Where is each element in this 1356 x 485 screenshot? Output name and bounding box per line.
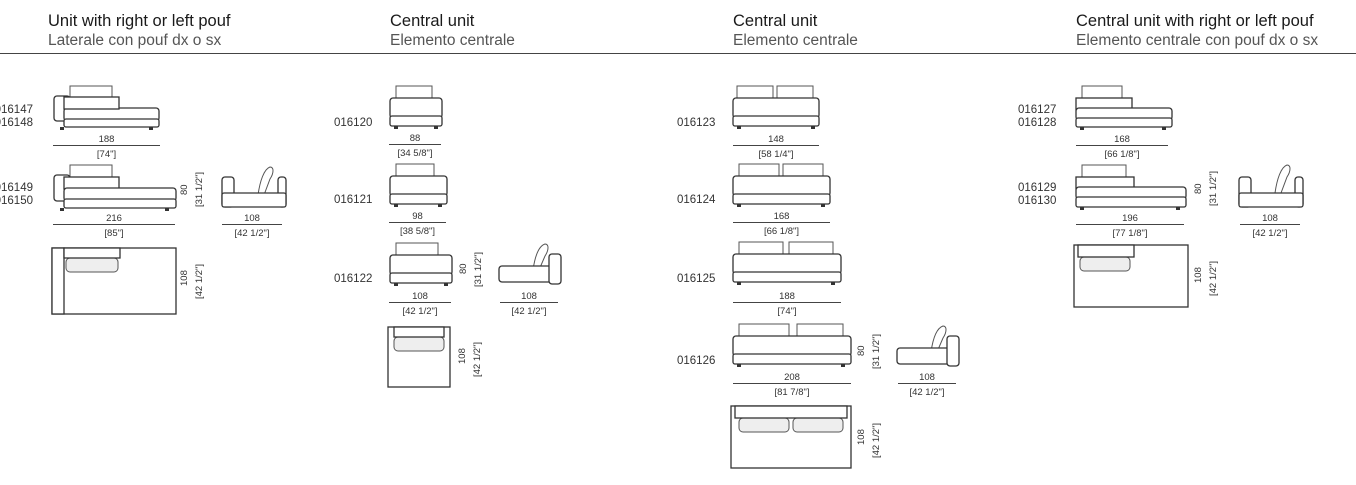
width-dimension: 216 [85"] xyxy=(53,213,175,239)
sofa-front-view xyxy=(389,242,453,286)
depth-dimension: 108 [42 1/2"] xyxy=(898,372,956,398)
title-en: Central unit xyxy=(390,12,475,30)
sofa-front-view xyxy=(53,164,177,211)
column-header-3: Central unit Elemento centrale xyxy=(733,11,858,51)
product-code: 016124 xyxy=(677,194,716,206)
header-divider xyxy=(0,53,1356,54)
plan-depth-dimension: 108 xyxy=(1193,267,1204,283)
product-code: 016147 016148 xyxy=(0,104,33,129)
depth-dimension: 108 [42 1/2"] xyxy=(500,291,558,317)
title-en: Central unit xyxy=(733,12,818,30)
product-code: 016149 016150 xyxy=(0,182,33,207)
sofa-side-view xyxy=(221,166,287,208)
plan-depth-dimension: 108 xyxy=(856,429,867,445)
width-dimension: 208 [81 7/8"] xyxy=(733,372,851,398)
title-en: Unit with right or left pouf xyxy=(48,12,231,30)
sofa-front-view xyxy=(732,163,831,207)
plan-depth-dimension-inches: [42 1/2"] xyxy=(871,422,882,458)
title-it: Laterale con pouf dx o sx xyxy=(48,32,222,49)
width-dimension: 98 [38 5/8"] xyxy=(389,211,446,237)
sofa-front-view xyxy=(732,323,852,367)
product-code: 016127 016128 xyxy=(1018,104,1057,129)
sofa-front-view xyxy=(389,163,448,207)
width-dimension: 196 [77 1/8"] xyxy=(1076,213,1184,239)
column-header-1: Unit with right or left pouf Laterale co… xyxy=(48,11,231,51)
height-dimension: 80 xyxy=(856,345,867,356)
sofa-front-view xyxy=(1075,164,1187,210)
height-dimension-inches: [31 1/2"] xyxy=(1208,170,1219,206)
width-dimension: 168 [66 1/8"] xyxy=(733,211,830,237)
height-dimension: 80 xyxy=(179,184,190,195)
width-dimension: 108 [42 1/2"] xyxy=(389,291,451,317)
plan-depth-dimension-inches: [42 1/2"] xyxy=(1208,260,1219,296)
width-dimension: 148 [58 1/4"] xyxy=(733,134,819,160)
product-code: 016121 xyxy=(334,194,373,206)
sofa-front-view xyxy=(732,85,820,129)
sofa-front-view xyxy=(389,85,443,129)
sofa-plan-view xyxy=(730,405,852,469)
plan-depth-dimension: 108 xyxy=(179,270,190,286)
height-dimension-inches: [31 1/2"] xyxy=(473,251,484,287)
sofa-plan-view xyxy=(51,247,177,315)
sofa-plan-view xyxy=(1073,244,1189,308)
depth-dimension: 108 [42 1/2"] xyxy=(222,213,282,239)
title-it: Elemento centrale con pouf dx o sx xyxy=(1076,32,1319,49)
product-code: 016123 xyxy=(677,117,716,129)
width-dimension: 188 [74"] xyxy=(733,291,841,317)
product-code: 016120 xyxy=(334,117,373,129)
column-header-2: Central unit Elemento centrale xyxy=(390,11,515,51)
height-dimension-inches: [31 1/2"] xyxy=(194,171,205,207)
title-en: Central unit with right or left pouf xyxy=(1076,12,1314,30)
width-dimension: 88 [34 5/8"] xyxy=(389,133,441,159)
title-it: Elemento centrale xyxy=(733,32,858,49)
product-code: 016122 xyxy=(334,273,373,285)
height-dimension: 80 xyxy=(458,263,469,274)
product-code: 016129 016130 xyxy=(1018,182,1057,207)
plan-depth-dimension-inches: [42 1/2"] xyxy=(194,263,205,299)
title-it: Elemento centrale xyxy=(390,32,515,49)
sofa-front-view xyxy=(1075,85,1173,130)
height-dimension: 80 xyxy=(1193,183,1204,194)
product-code: 016125 xyxy=(677,273,716,285)
depth-dimension: 108 [42 1/2"] xyxy=(1240,213,1300,239)
plan-depth-dimension: 108 xyxy=(457,348,468,364)
width-dimension: 168 [66 1/8"] xyxy=(1076,134,1168,160)
sofa-side-view xyxy=(896,325,960,367)
sofa-side-view xyxy=(1238,164,1304,208)
sofa-front-view xyxy=(732,241,842,285)
width-dimension: 188 [74"] xyxy=(53,134,160,160)
height-dimension-inches: [31 1/2"] xyxy=(871,333,882,369)
sofa-plan-view xyxy=(387,326,451,388)
product-code: 016126 xyxy=(677,355,716,367)
sofa-front-view xyxy=(53,85,160,130)
plan-depth-dimension-inches: [42 1/2"] xyxy=(472,341,483,377)
sofa-side-view xyxy=(498,243,562,285)
column-header-4: Central unit with right or left pouf Ele… xyxy=(1076,11,1318,51)
